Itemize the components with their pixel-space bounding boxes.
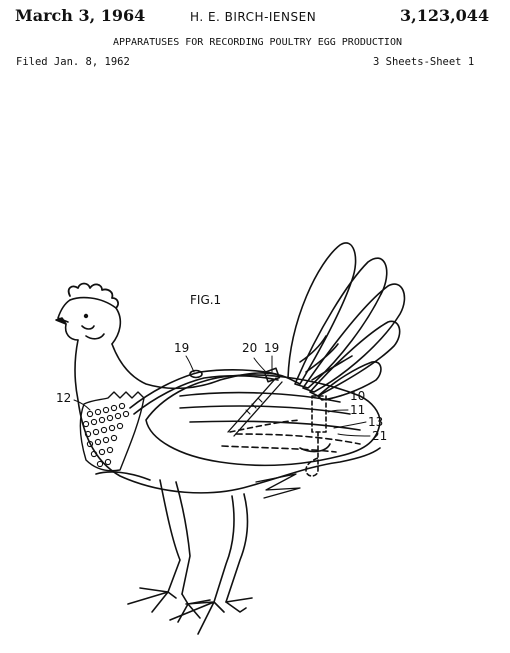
ref-19-left: 19 xyxy=(174,341,189,355)
ref-12: 12 xyxy=(56,391,71,405)
ref-20: 20 xyxy=(242,341,257,355)
ref-19-right: 19 xyxy=(264,341,279,355)
harness-strap xyxy=(129,367,331,477)
sheet-number: 3 Sheets-Sheet 1 xyxy=(373,56,475,68)
reference-leaders xyxy=(73,355,371,437)
figure-label: FIG.1 xyxy=(190,293,221,307)
filing-date: Filed Jan. 8, 1962 xyxy=(16,56,130,68)
hen-head xyxy=(55,282,122,345)
hen-legs xyxy=(127,473,301,635)
patent-number: 3,123,044 xyxy=(400,6,490,25)
chest-pad xyxy=(79,391,145,472)
patent-date: March 3, 1964 xyxy=(15,6,146,25)
inventor-name: H. E. BIRCH-IENSEN xyxy=(190,10,317,24)
tail-feathers xyxy=(287,242,406,401)
patent-title: APPARATUSES FOR RECORDING POULTRY EGG PR… xyxy=(113,37,402,48)
ref-21: 21 xyxy=(372,429,387,443)
ref-13: 13 xyxy=(368,415,383,429)
ref-10: 10 xyxy=(350,389,365,403)
ref-11: 11 xyxy=(350,403,365,417)
hen-body xyxy=(74,339,381,494)
